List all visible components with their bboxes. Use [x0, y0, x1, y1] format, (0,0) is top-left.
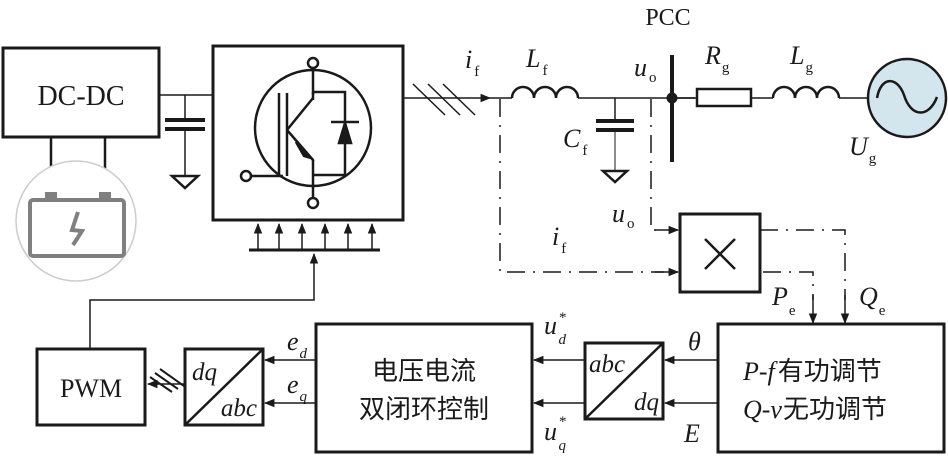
pwm-label: PWM: [60, 374, 122, 403]
measurement-lines: [499, 99, 846, 300]
e-label: E: [683, 419, 700, 448]
droop-line2: Q-v无功调节: [743, 395, 887, 425]
dual-loop-line2: 双闭环控制: [359, 395, 489, 425]
ug-label: Ug: [849, 132, 877, 167]
igbt-icon: [239, 56, 373, 210]
ac-source-icon: [866, 57, 948, 139]
resistor-rg: [695, 87, 753, 108]
inductor-lf: [510, 85, 580, 99]
inverter-block: [211, 44, 405, 222]
pwm-block: PWM: [35, 347, 147, 427]
dq-abc-transform-block: dq abc: [183, 347, 265, 427]
pe-label: Pe: [771, 282, 796, 319]
battery-icon: [15, 160, 137, 282]
dq-abc-top-label: dq: [192, 359, 217, 386]
abc-dq-top-label: abc: [589, 351, 625, 378]
ground-icon: [599, 169, 631, 184]
dq-abc-bottom-label: abc: [221, 395, 257, 422]
rg-label: Rg: [704, 41, 730, 76]
ud-star-label: u*d: [544, 310, 567, 348]
ed-label: ed: [287, 327, 308, 362]
multiplier-block: [678, 212, 762, 294]
pwm-to-gate-line: [89, 252, 319, 349]
dqabc-to-pwm: [146, 368, 185, 393]
dual-loop-line1: 电压电流: [372, 357, 476, 387]
gate-signal-bus: [249, 222, 380, 252]
ground-icon: [168, 174, 202, 190]
qe-label: Qe: [859, 282, 886, 319]
abc-dq-transform-block: abc dq: [583, 341, 665, 421]
eq-label: eq: [287, 370, 308, 405]
inductor-lg: [771, 85, 841, 99]
theta-label: θ: [688, 327, 701, 356]
lg-label: Lg: [789, 41, 813, 76]
uq-star-label: u*q: [544, 414, 567, 454]
dcdc-label: DC-DC: [37, 81, 124, 112]
dc-link: [160, 94, 213, 190]
pcc-label: PCC: [645, 5, 690, 31]
dcdc-block: DC-DC: [1, 46, 161, 139]
dual-loop-control-block: 电压电流 双闭环控制: [314, 322, 534, 454]
abc-dq-bottom-label: dq: [634, 389, 659, 416]
ac-line: [403, 55, 867, 184]
